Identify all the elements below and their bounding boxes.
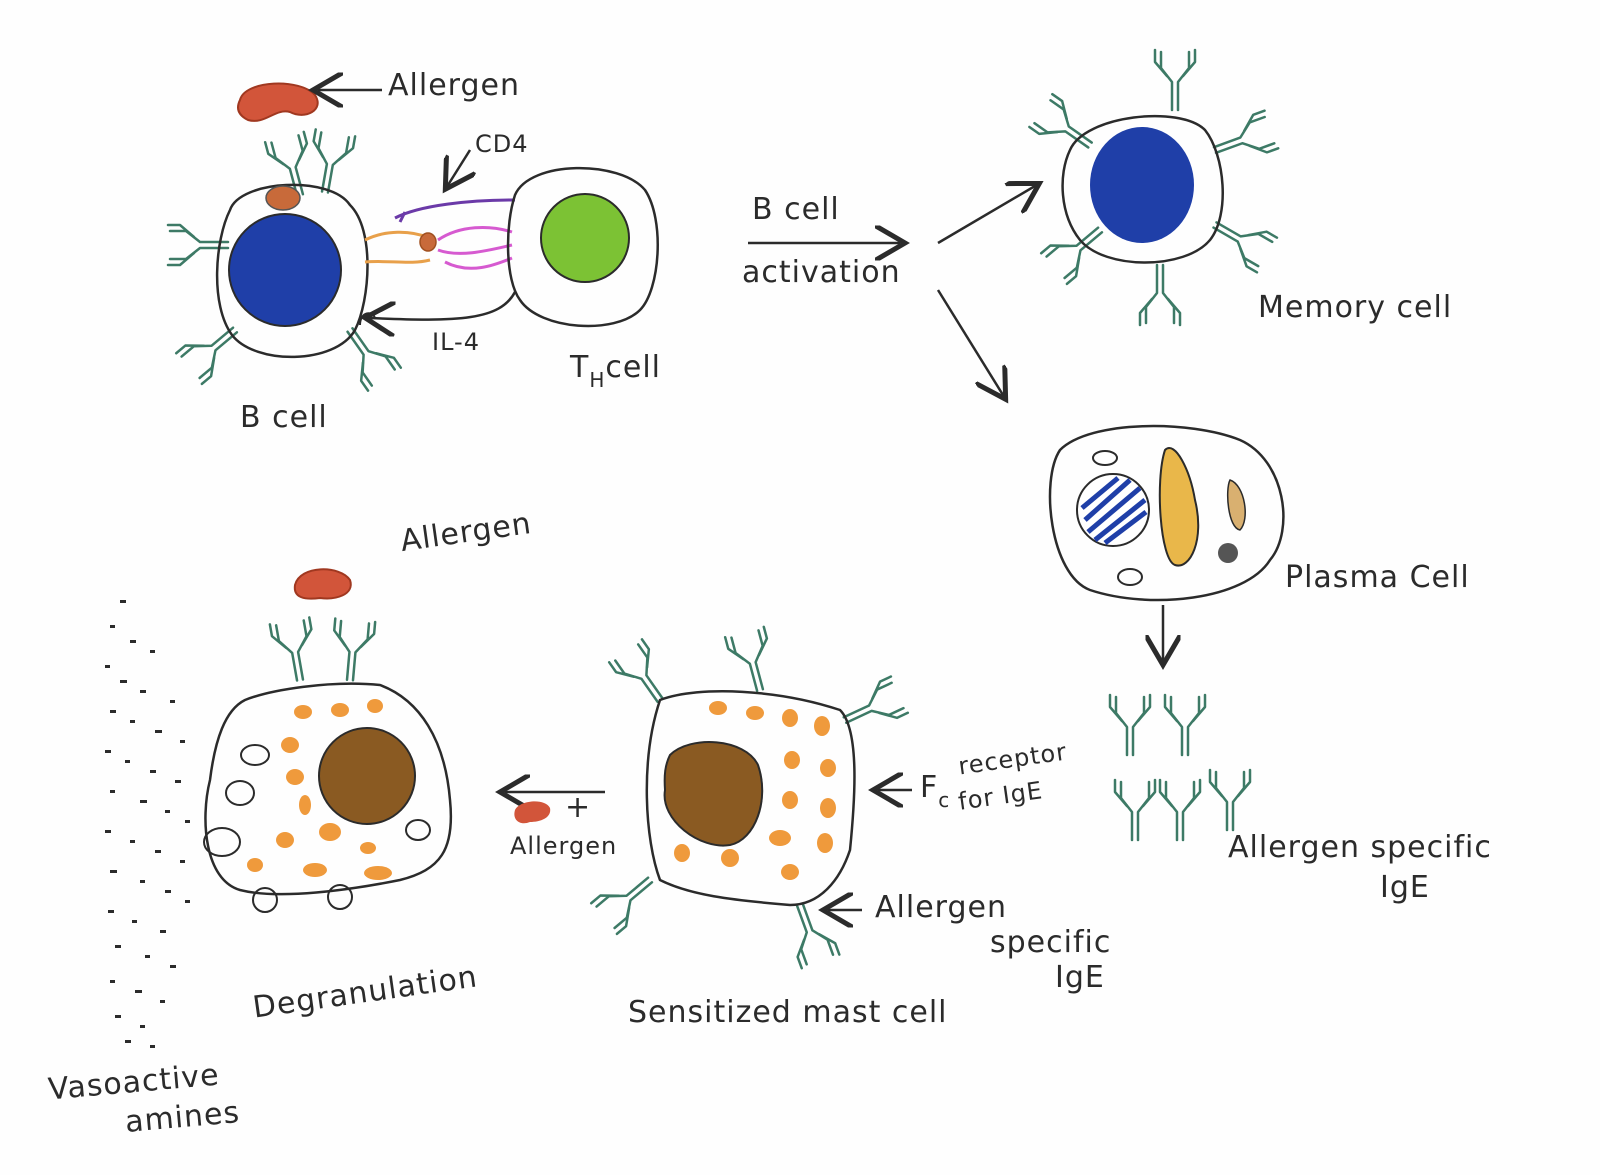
b-cell-activation-bottom: activation <box>742 255 901 290</box>
granules <box>674 701 836 880</box>
th-cell-nucleus <box>540 193 630 283</box>
arrow-to-memory-icon <box>937 186 1035 245</box>
mast-allergen-specific-line3: IgE <box>1055 960 1105 995</box>
th-cell <box>506 166 659 328</box>
degranulating-membrane <box>204 682 453 896</box>
b-cell-membrane <box>215 183 369 359</box>
allergen-icon <box>293 568 352 600</box>
antibody-icon <box>589 863 665 936</box>
th-cell-sub: H <box>589 368 606 392</box>
cd4-label: CD4 <box>475 130 529 158</box>
mast-allergen-specific-line2: specific <box>990 925 1112 960</box>
il4-arrow-icon <box>370 291 517 320</box>
sensitized-mast-cell-label: Sensitized mast cell <box>628 995 948 1030</box>
antibody-icon <box>328 617 377 683</box>
nucleus-stripes <box>1080 476 1148 545</box>
fc-label: Fc <box>920 770 950 812</box>
memory-cell <box>1028 48 1280 327</box>
antibody-icon <box>835 675 910 740</box>
golgi-icon <box>1227 479 1246 531</box>
vasoactive-amines-particles <box>105 600 190 1048</box>
free-ige-group <box>1108 693 1252 842</box>
allergen-incoming-label: Allergen <box>510 832 618 860</box>
granules <box>247 699 392 880</box>
antibody-icon <box>607 638 678 713</box>
antibody-icon <box>1158 778 1202 842</box>
il4-label: IL-4 <box>432 328 480 356</box>
mast-cell-nucleus <box>663 741 764 847</box>
plasma-cell-membrane <box>1048 424 1285 602</box>
antibody-icon <box>1163 693 1207 757</box>
mast-allergen-specific-line1: Allergen <box>875 890 1007 925</box>
memory-cell-label: Memory cell <box>1258 290 1453 325</box>
mast-cell-membrane <box>645 690 856 907</box>
antibody-icon <box>1113 778 1157 842</box>
degranulating-nucleus <box>318 727 416 825</box>
degranulating-mast-cell <box>203 568 453 913</box>
b-cell <box>166 128 403 392</box>
internalized-allergen-icon <box>265 185 301 211</box>
allergen-icon <box>237 82 319 122</box>
antibody-icon <box>1108 693 1152 757</box>
antibody-icon <box>723 625 781 697</box>
th-cell-suffix: cell <box>605 350 661 385</box>
mhc-tcr-complex <box>364 198 516 270</box>
antibody-icon <box>332 317 403 392</box>
allergen-icon <box>514 801 551 824</box>
antibody-icon <box>1208 768 1252 832</box>
mitochondrion-icon <box>1117 568 1143 586</box>
th-cell-membrane <box>506 166 659 328</box>
allergen-label-top: Allergen <box>388 68 520 103</box>
exocytosing-vesicles <box>203 744 431 913</box>
mitochondrion-icon <box>1092 450 1118 466</box>
allergen-specific-ige-line1: Allergen specific <box>1228 830 1492 865</box>
fc-sub: c <box>938 788 951 812</box>
plasma-cell <box>1048 424 1285 602</box>
arrow-icon <box>448 149 470 185</box>
memory-cell-membrane <box>1061 114 1224 264</box>
th-cell-main: T <box>570 350 590 385</box>
antibody-icon <box>268 616 321 685</box>
plasma-cell-label: Plasma Cell <box>1285 560 1470 595</box>
sensitized-mast-cell <box>589 625 910 970</box>
allergen-specific-ige-line2: IgE <box>1380 870 1430 905</box>
cd4-molecule <box>394 198 516 220</box>
antibody-icon <box>174 313 250 386</box>
antibody-icon <box>779 896 841 970</box>
rough-er-icon <box>1158 447 1200 567</box>
b-cell-activation-top: B cell <box>752 192 840 227</box>
antibody-icon <box>1028 92 1103 163</box>
antibody-icon <box>1203 206 1279 274</box>
th-cell-label: THcell <box>570 350 661 392</box>
il4-receptor-icon <box>359 312 376 326</box>
vesicle-icon <box>1218 543 1238 563</box>
plus-sign: + <box>565 790 592 825</box>
memory-cell-nucleus <box>1090 127 1194 243</box>
antibody-icon <box>1039 213 1115 286</box>
b-cell-nucleus <box>228 213 342 327</box>
antibody-icon <box>1153 48 1197 112</box>
fc-main: F <box>920 770 939 805</box>
antibody-icon <box>1138 263 1182 327</box>
arrow-to-plasma-icon <box>936 289 1003 395</box>
b-cell-label: B cell <box>240 400 328 435</box>
